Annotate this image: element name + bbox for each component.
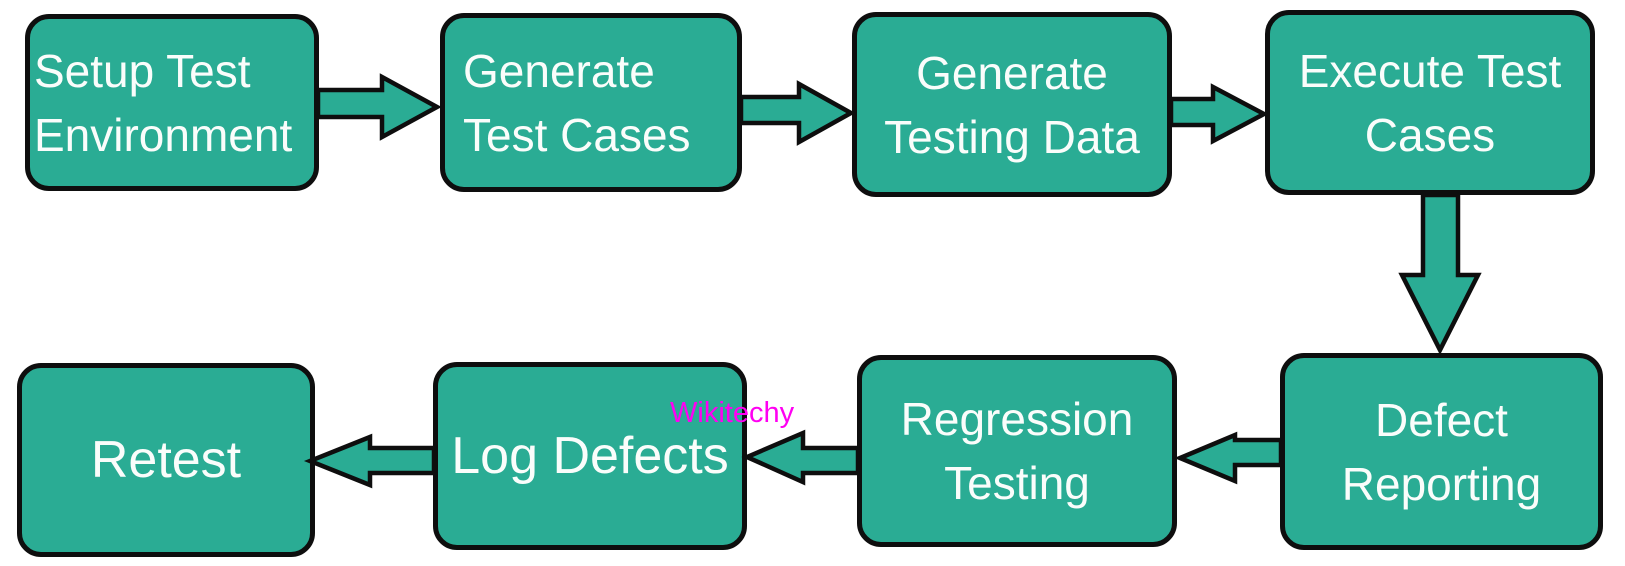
- node-label-line: Setup Test: [34, 44, 251, 97]
- arrow-left-log-defects-to-retest-icon: [303, 433, 437, 489]
- node-label-line: Defect: [1375, 393, 1508, 446]
- arrow-right-generate-cases-to-testing-data-icon: [738, 80, 856, 146]
- node-label-line: Reporting: [1341, 457, 1542, 510]
- node-label-line: Execute Test: [1298, 44, 1562, 97]
- arrow-right-testing-data-to-execute-icon: [1168, 83, 1269, 145]
- node-defect-reporting: Defect Reporting: [1280, 353, 1603, 550]
- watermark-text: Wikitechy: [670, 397, 795, 429]
- arrow-left-regression-to-log-defects-icon: [741, 429, 861, 486]
- node-retest: Retest: [17, 363, 315, 557]
- node-setup-test-environment: Setup Test Environment: [25, 14, 319, 191]
- node-generate-test-cases: Generate Test Cases: [440, 13, 742, 192]
- arrow-right-setup-to-generate-cases-icon: [315, 73, 442, 141]
- node-generate-testing-data: Generate Testing Data: [852, 12, 1172, 197]
- node-label-line: Generate: [916, 46, 1108, 99]
- node-log-defects: Log Defects: [433, 362, 747, 550]
- node-label-line: Generate: [463, 44, 655, 97]
- node-label-line: Environment: [34, 108, 293, 161]
- node-label-line: Testing: [944, 457, 1090, 509]
- node-label-line: Regression: [900, 393, 1134, 445]
- node-label-line: Cases: [1364, 108, 1496, 161]
- node-label-line: Test Cases: [463, 108, 691, 161]
- node-label-line: Testing Data: [884, 110, 1140, 163]
- arrow-down-execute-to-defect-reporting-icon: [1398, 192, 1482, 355]
- node-execute-test-cases: Execute Test Cases: [1265, 10, 1595, 195]
- node-label-line: Log Defects: [451, 427, 729, 485]
- arrow-left-defect-reporting-to-regression-icon: [1174, 431, 1284, 485]
- node-regression-testing: Regression Testing: [857, 355, 1177, 547]
- node-label-line: Retest: [90, 431, 242, 489]
